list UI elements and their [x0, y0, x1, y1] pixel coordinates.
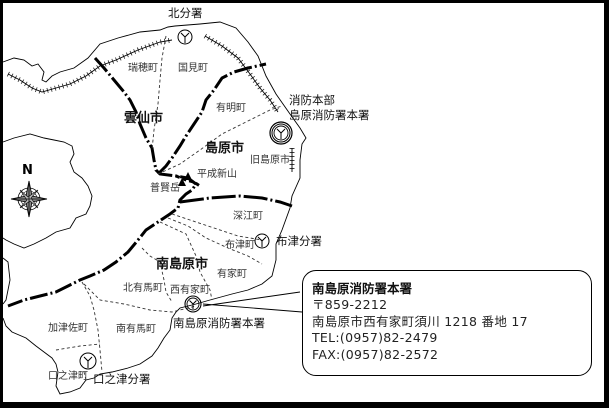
station-kita-icon — [177, 29, 193, 45]
station-label-minamishimabara: 南島原消防署本署 — [173, 316, 265, 330]
station-kuchinotsu-icon — [79, 352, 97, 370]
town-label-kitaarima: 北有馬町 — [123, 283, 163, 294]
station-label-hq-line2: 島原消防署本署 — [289, 108, 370, 122]
callout-postal-code: 〒859-2212 — [312, 297, 388, 312]
town-label-ariake: 有明町 — [216, 103, 246, 114]
town-label-kuchinotsu: 口之津町 — [48, 371, 88, 382]
callout-tel: TEL:(0957)82-2479 — [312, 330, 438, 345]
callout-leader — [202, 291, 303, 313]
boundary-unzen-west — [7, 56, 199, 308]
railway-east-ties — [203, 33, 281, 114]
station-label-kita: 北分署 — [168, 6, 203, 20]
boundary-shimabara-minamishimabara — [179, 194, 293, 208]
mountain-fugendake-icon — [178, 178, 186, 186]
west-landmass-coast-2 — [2, 257, 11, 305]
town-label-old-shimabara: 旧島原市 — [250, 155, 290, 166]
mountain-label-fugendake: 普賢岳 — [150, 183, 180, 194]
town-label-mizuho: 瑞穂町 — [128, 63, 158, 74]
callout-address: 南島原市西有家町須川 1218 番地 17 — [312, 313, 528, 329]
boundary-unzen-shimabara — [156, 62, 267, 176]
callout-fax: FAX:(0957)82-2572 — [312, 346, 439, 362]
town-boundaries — [55, 35, 283, 381]
town-label-arie: 有家町 — [217, 269, 247, 280]
callout-title: 南島原消防署本署 — [312, 281, 413, 296]
city-label-unzen: 雲仙市 — [124, 111, 164, 126]
station-minamishimabara-icon — [184, 295, 202, 313]
town-label-nishiarie: 西有家町 — [170, 285, 210, 296]
station-label-futsu: 布津分署 — [276, 234, 322, 248]
town-label-fukae: 深江町 — [233, 211, 263, 222]
town-label-kazusa: 加津佐町 — [48, 323, 88, 334]
town-label-minamiarima: 南有馬町 — [116, 324, 156, 335]
city-label-minamishimabara: 南島原市 — [156, 257, 209, 272]
station-futsu-icon — [254, 233, 270, 249]
compass-rose-icon — [10, 180, 48, 218]
compass-north-label: N — [22, 163, 33, 178]
boundary-fugendake — [175, 174, 201, 188]
station-label-kuchinotsu: 口之津分署 — [93, 372, 151, 386]
station-info-callout: 南島原消防署本署 〒859-2212 南島原市西有家町須川 1218 番地 17… — [302, 270, 592, 376]
station-label-hq-line1: 消防本部 — [289, 93, 335, 107]
railway-east — [204, 35, 279, 113]
town-label-kunimi: 国見町 — [178, 63, 208, 74]
railway-north-west-ties — [6, 37, 173, 95]
mountain-label-heisei-shinzan: 平成新山 — [197, 169, 237, 180]
city-label-shimabara: 島原市 — [205, 141, 245, 156]
mountain-heisei-icon — [184, 172, 192, 180]
station-hq-icon — [269, 121, 293, 145]
west-landmass-coast — [2, 133, 93, 249]
town-label-futsu: 布津町 — [225, 240, 255, 251]
north-coastline — [2, 21, 307, 395]
